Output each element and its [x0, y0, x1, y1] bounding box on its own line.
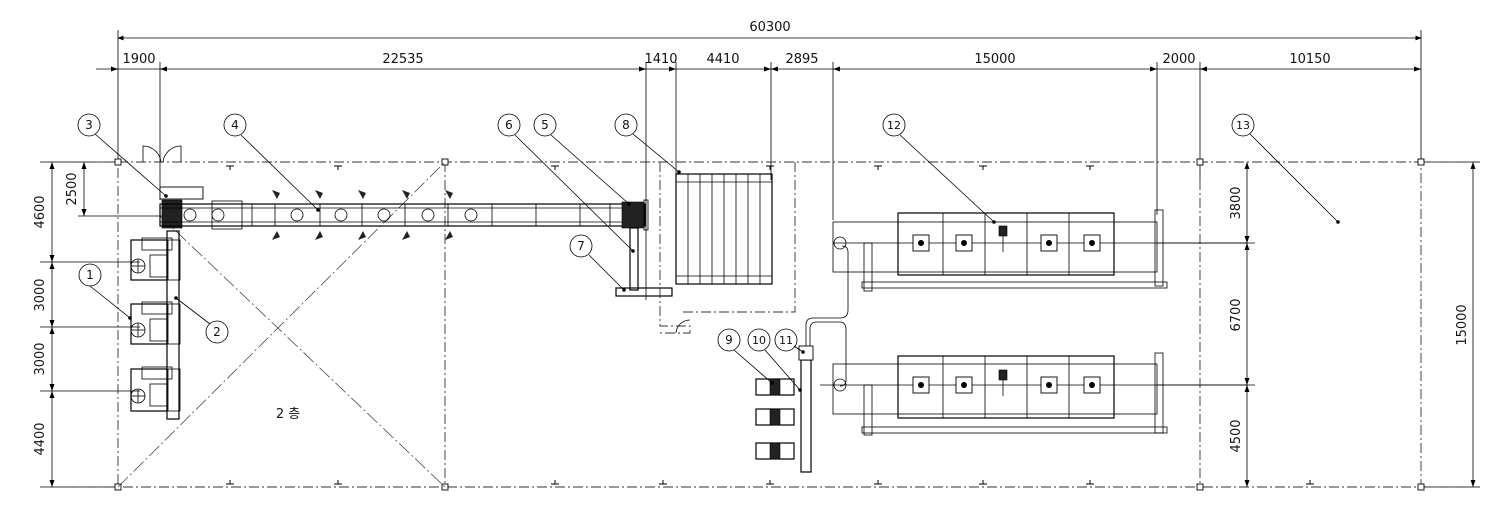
- callout-4: 4: [223, 113, 320, 212]
- callouts: 1 2 3 4 5 6 7: [77, 113, 1340, 392]
- dim-left-3000b: 3000: [33, 342, 48, 375]
- callout-8-text: 8: [622, 118, 630, 132]
- column-marks: [226, 165, 1314, 485]
- dim-top-2: 22535: [382, 52, 423, 67]
- machine-unit-c: [130, 366, 181, 412]
- rack-area: [659, 162, 796, 334]
- callout-2-text: 2: [213, 325, 221, 339]
- dim-right-3800: 3800: [1229, 186, 1244, 219]
- dim-left-2500: 2500: [65, 172, 80, 205]
- dim-right-15000: 15000: [1455, 304, 1470, 345]
- dim-left-4400: 4400: [33, 422, 48, 455]
- left-machines: [130, 230, 181, 420]
- callout-5: 5: [533, 113, 631, 206]
- building-outline: [50, 158, 1480, 491]
- callout-3: 3: [77, 113, 168, 198]
- floor-label: 2 층: [276, 407, 300, 422]
- callout-12-text: 12: [887, 119, 901, 132]
- main-conveyor: [159, 186, 649, 240]
- callout-9: 9: [717, 328, 774, 385]
- callout-3-text: 3: [85, 118, 93, 132]
- left-dimensions: 4600 2500 3000 3000 4400: [33, 161, 165, 488]
- callout-11-text: 11: [779, 334, 793, 347]
- callout-8: 8: [614, 113, 681, 174]
- process-line-bottom: [820, 352, 1247, 436]
- callout-2: 2: [174, 296, 229, 344]
- dim-top-1: 1900: [122, 52, 155, 67]
- callout-13-text: 13: [1236, 119, 1250, 132]
- machine-unit-b: [130, 301, 181, 345]
- mezzanine-area: 2 층: [117, 161, 446, 488]
- door-symbol: [142, 145, 182, 163]
- dim-top-3: 1410: [644, 52, 677, 67]
- dim-left-3000a: 3000: [33, 278, 48, 311]
- dim-top-8: 10150: [1289, 52, 1330, 67]
- overall-dimension: 60300: [117, 20, 1422, 165]
- middle-equipment: [755, 245, 849, 473]
- callout-1: 1: [78, 263, 132, 320]
- dim-top-7: 2000: [1162, 52, 1195, 67]
- process-line-top: [832, 209, 1247, 292]
- pallet-stack: [755, 378, 795, 460]
- callout-5-text: 5: [541, 118, 549, 132]
- dim-top-4: 4410: [706, 52, 739, 67]
- dim-left-4600: 4600: [33, 195, 48, 228]
- callout-7-text: 7: [577, 239, 585, 253]
- callout-4-text: 4: [231, 118, 239, 132]
- dim-top-6: 15000: [974, 52, 1015, 67]
- dim-top-5: 2895: [785, 52, 818, 67]
- machine-unit-a: [130, 237, 181, 281]
- callout-10-text: 10: [752, 334, 766, 347]
- top-segment-dimensions: 1900 22535 1410 4410 2895 15000 2000 101…: [96, 52, 1421, 300]
- t-stand: [615, 227, 673, 297]
- callout-10: 10: [747, 328, 802, 392]
- robot-row: [183, 190, 478, 240]
- callout-6: 6: [497, 113, 635, 253]
- callout-9-text: 9: [725, 333, 733, 347]
- dim-right-6700: 6700: [1229, 298, 1244, 331]
- callout-12: 12: [882, 113, 996, 224]
- callout-11: 11: [774, 328, 805, 354]
- callout-7: 7: [569, 234, 626, 292]
- dim-right-4500: 4500: [1229, 419, 1244, 452]
- callout-6-text: 6: [505, 118, 513, 132]
- right-dimensions: 3800 6700 4500 15000: [1157, 161, 1480, 488]
- callout-1-text: 1: [86, 268, 94, 282]
- callout-13: 13: [1231, 113, 1340, 224]
- overall-dim-text: 60300: [749, 20, 790, 35]
